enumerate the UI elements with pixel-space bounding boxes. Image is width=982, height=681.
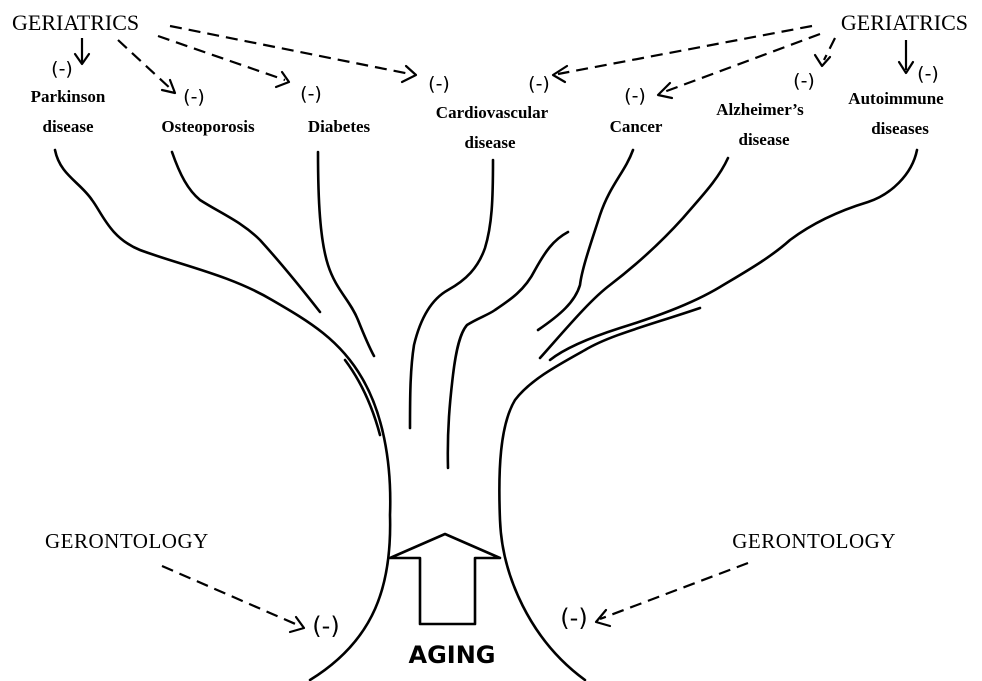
label-cardiovascular-line1: Cardiovascular xyxy=(436,103,549,122)
aging-label: AGING xyxy=(409,641,496,669)
disease-autoimmune: (-) Autoimmune diseases xyxy=(848,63,944,138)
effect-cancer: (-) xyxy=(624,85,646,107)
gerontology-left: GERONTOLOGY (-) xyxy=(45,529,340,640)
gerontology-left-label: GERONTOLOGY xyxy=(45,529,209,553)
label-diabetes: Diabetes xyxy=(308,117,371,136)
effect-diabetes: (-) xyxy=(300,83,322,105)
branch-autoimmune xyxy=(550,150,917,360)
disease-parkinson: (-) Parkinson disease xyxy=(31,58,106,136)
aging-arrow: AGING xyxy=(390,534,500,669)
label-alzheimer-line2: disease xyxy=(739,130,790,149)
effect-cardiovascular-right: (-) xyxy=(528,73,550,95)
branch-cancer xyxy=(538,150,633,330)
geriatrics-left-label: GERIATRICS xyxy=(12,10,139,35)
branch-alzheimer xyxy=(540,158,728,358)
trunk-right-edge xyxy=(499,308,700,680)
label-osteoporosis: Osteoporosis xyxy=(161,117,255,136)
label-cancer: Cancer xyxy=(610,117,663,136)
geriatrics-left-arrows xyxy=(75,26,416,93)
label-parkinson-line1: Parkinson xyxy=(31,87,106,106)
geriatrics-right-label: GERIATRICS xyxy=(841,10,968,35)
gerontology-left-effect: (-) xyxy=(312,612,339,640)
tree xyxy=(55,150,917,680)
gerontology-right: GERONTOLOGY (-) xyxy=(560,529,896,632)
label-parkinson-line2: disease xyxy=(43,117,94,136)
effect-parkinson: (-) xyxy=(51,58,73,80)
disease-alzheimer: (-) Alzheimer’s disease xyxy=(716,70,815,149)
disease-cancer: (-) Cancer xyxy=(610,85,663,136)
branch-osteoporosis-lower xyxy=(345,360,380,435)
geriatrics-right-arrows xyxy=(553,26,913,98)
label-alzheimer-line1: Alzheimer’s xyxy=(716,100,804,119)
label-cardiovascular-line2: disease xyxy=(465,133,516,152)
trunk-left-edge xyxy=(55,150,390,680)
effect-autoimmune: (-) xyxy=(917,63,939,85)
disease-cardiovascular: (-) (-) Cardiovascular disease xyxy=(428,73,550,152)
effect-cardiovascular-left: (-) xyxy=(428,73,450,95)
branch-diabetes xyxy=(318,152,374,356)
label-autoimmune-line1: Autoimmune xyxy=(848,89,944,108)
effect-osteoporosis: (-) xyxy=(183,86,205,108)
label-autoimmune-line2: diseases xyxy=(871,119,929,138)
gerontology-right-effect: (-) xyxy=(560,604,587,632)
aging-arrow-shape xyxy=(390,534,500,624)
disease-diabetes: (-) Diabetes xyxy=(300,83,370,136)
effect-alzheimer: (-) xyxy=(793,70,815,92)
trunk-inner-line xyxy=(448,232,568,468)
gerontology-right-label: GERONTOLOGY xyxy=(732,529,896,553)
